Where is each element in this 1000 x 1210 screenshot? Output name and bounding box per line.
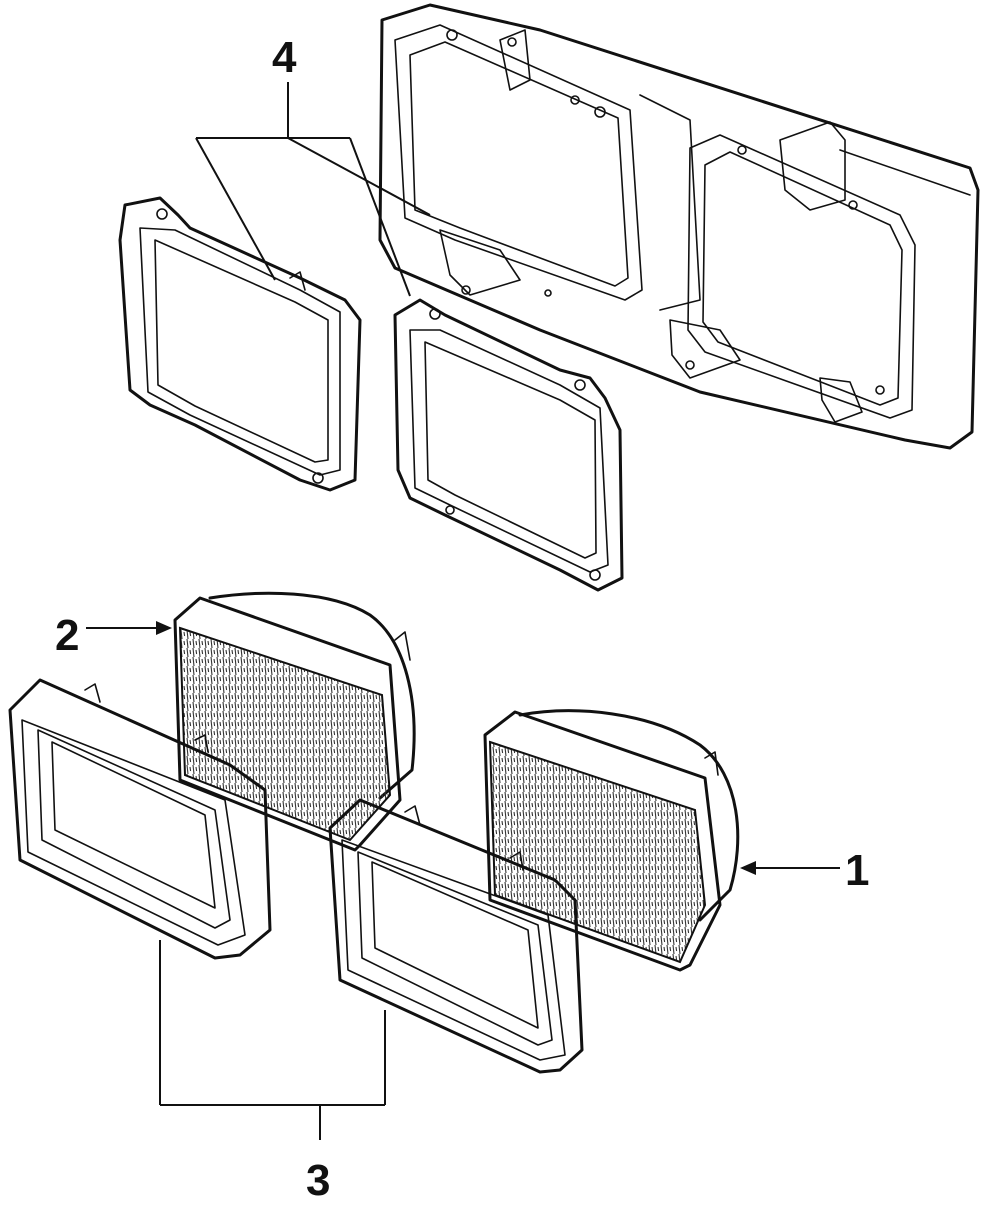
headlamp-bezel-left	[8, 678, 272, 960]
sealed-beam-lamp-upper	[173, 591, 416, 852]
headlamp-mounting-panel	[378, 3, 980, 450]
headlamp-mounting-ring-left	[118, 196, 362, 492]
sealed-beam-lamp-lower	[483, 709, 740, 972]
callout-number-4: 4	[272, 33, 297, 82]
headlamp-mounting-ring-right	[393, 298, 624, 592]
headlamp-bezel-right	[328, 798, 584, 1074]
callout-number-3: 3	[306, 1156, 330, 1205]
callout-number-2: 2	[55, 611, 79, 660]
callout-number-1: 1	[845, 846, 869, 895]
leader-lines	[86, 82, 840, 1140]
